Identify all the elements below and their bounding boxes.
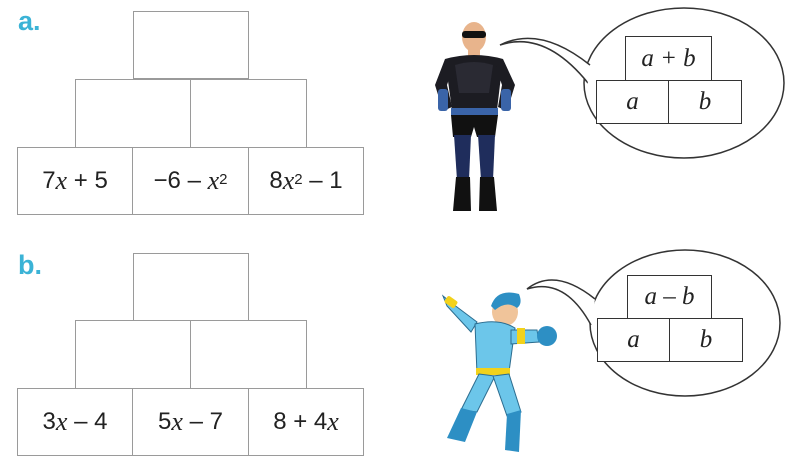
part-a-label: a. <box>18 6 41 36</box>
part-a-top-brick[interactable] <box>133 11 249 79</box>
part-b-speech-left-brick: a <box>597 318 670 362</box>
part-a-speech-top-brick: a + b <box>625 36 712 81</box>
expr-lead: 8 <box>269 167 283 194</box>
part-a-middle-left-brick[interactable] <box>75 79 191 148</box>
part-b-speech-right-brick: b <box>669 318 743 362</box>
expr-lead: −6 – <box>153 167 208 194</box>
part-b-top-brick[interactable] <box>133 253 249 321</box>
expr-tail: + 5 <box>67 167 108 194</box>
part-a-middle-right-brick[interactable] <box>190 79 307 148</box>
expr-exponent: 2 <box>219 170 228 188</box>
expr-var: x <box>282 166 295 195</box>
expr-var: x <box>327 407 339 436</box>
expr-tail: – 1 <box>302 167 343 194</box>
expr-lead: 7 <box>42 167 56 194</box>
part-b-label: b. <box>18 250 42 280</box>
part-a-speech-left-brick: a <box>596 80 669 124</box>
superhero-dark-figure <box>435 22 515 211</box>
superhero-flying-figure <box>441 292 557 452</box>
expr-exponent: 2 <box>294 170 303 188</box>
part-b-middle-left-brick[interactable] <box>75 320 191 389</box>
part-b-middle-right-brick[interactable] <box>190 320 307 389</box>
expr-var: x <box>171 407 183 436</box>
expr-var: x <box>207 166 220 195</box>
expr-var: x <box>55 166 68 195</box>
expr-lead: 3 <box>42 408 56 435</box>
expr-tail: – 7 <box>182 408 223 435</box>
expr-tail: – 4 <box>67 408 108 435</box>
expr-lead: 5 <box>158 408 172 435</box>
part-a-speech-right-brick: b <box>668 80 742 124</box>
part-b-speech-top-brick: a – b <box>627 275 712 319</box>
expr-var: x <box>55 407 68 436</box>
expr-lead: 8 + 4 <box>273 408 328 435</box>
